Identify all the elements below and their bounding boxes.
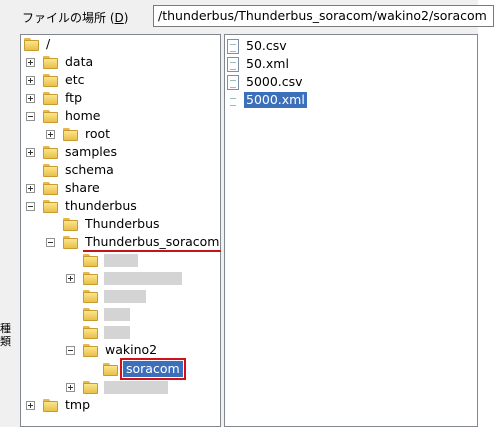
pane-splitter[interactable] [221, 34, 224, 427]
tree-label-selected: soracom [120, 358, 186, 380]
tree-node-soracom[interactable]: soracom [86, 358, 186, 380]
tree-label: Thunderbus_soracom [85, 234, 220, 249]
tree-node-thunderbus[interactable]: thunderbus [26, 197, 139, 215]
file-icon [227, 74, 239, 90]
folder-icon [83, 307, 99, 321]
collapse-minus-icon[interactable] [26, 201, 35, 211]
tree-label: root [85, 126, 111, 141]
file-icon [227, 92, 239, 108]
redacted-label [104, 289, 146, 303]
tree-node-blurred[interactable] [66, 269, 182, 287]
folder-icon [83, 271, 99, 285]
tree-node-ftp[interactable]: ftp [26, 89, 84, 107]
folder-icon [63, 127, 79, 141]
file-name: 5000.xml [244, 92, 307, 108]
folder-icon [43, 109, 59, 123]
tree-label: home [65, 108, 101, 123]
expand-plus-icon[interactable] [66, 382, 75, 392]
folder-icon [83, 325, 99, 339]
tree-label: tmp [65, 397, 91, 412]
expand-plus-icon[interactable] [26, 75, 35, 85]
expand-plus-icon[interactable] [46, 129, 55, 139]
location-mnemonic: D [114, 11, 124, 25]
folder-icon [43, 91, 59, 105]
tree-label: schema [65, 162, 114, 177]
tree-node-blurred[interactable] [66, 287, 146, 305]
tree-node-share[interactable]: share [26, 179, 102, 197]
tree-label: data [65, 54, 94, 69]
tree-label: samples [65, 144, 117, 159]
file-icon [227, 56, 239, 72]
tree-label: share [65, 180, 100, 195]
expand-plus-icon[interactable] [66, 273, 75, 283]
collapse-minus-icon[interactable] [46, 237, 55, 247]
folder-icon [83, 253, 99, 267]
tree-node-tmp[interactable]: tmp [26, 396, 92, 414]
folder-icon [43, 398, 59, 412]
tree-label: Thunderbus [85, 216, 160, 231]
file-item[interactable]: 50.xml [227, 55, 291, 73]
folder-icon [24, 37, 40, 51]
tree-label: / [46, 36, 51, 51]
folder-icon [43, 145, 59, 159]
folder-icon [63, 217, 79, 231]
location-input[interactable]: /thunderbus/Thunderbus_soracom/wakino2/s… [153, 5, 494, 27]
tree-node-data[interactable]: data [26, 53, 95, 71]
folder-icon [83, 289, 99, 303]
tree-label: thunderbus [65, 198, 137, 213]
folder-icon [43, 55, 59, 69]
tree-node-root[interactable]: root [46, 125, 112, 143]
folder-icon [43, 163, 59, 177]
folder-icon [43, 181, 59, 195]
location-bar: ファイルの場所 (D) /thunderbus/Thunderbus_sorac… [20, 0, 494, 34]
collapse-minus-icon[interactable] [26, 111, 35, 121]
tree-label: etc [65, 72, 85, 87]
folder-icon [63, 235, 79, 249]
folder-icon [83, 343, 99, 357]
red-underline-annotation [83, 250, 232, 252]
collapse-minus-icon[interactable] [66, 345, 75, 355]
tree-node-root-slash[interactable]: / [24, 35, 52, 53]
folder-icon [103, 362, 119, 376]
tree-node-samples[interactable]: samples [26, 143, 119, 161]
expand-plus-icon[interactable] [26, 147, 35, 157]
file-list[interactable]: 50.csv 50.xml 5000.csv 5000.xml [224, 34, 478, 427]
folder-tree[interactable]: / data etc ftp home root samples schema [20, 34, 232, 427]
tree-node-schema[interactable]: schema [26, 161, 116, 179]
tree-node-blurred[interactable] [66, 378, 168, 396]
tree-node-blurred[interactable] [66, 305, 130, 323]
folder-icon [43, 73, 59, 87]
location-label: ファイルの場所 (D) [22, 11, 129, 25]
tree-node-blurred[interactable] [66, 251, 138, 269]
file-item-selected[interactable]: 5000.xml [227, 91, 307, 109]
folder-icon [83, 380, 99, 394]
tree-node-thunderbus-soracom[interactable]: Thunderbus_soracom [46, 233, 221, 251]
expand-plus-icon[interactable] [26, 93, 35, 103]
file-name: 50.csv [246, 38, 287, 53]
tree-node-blurred[interactable] [66, 323, 130, 341]
background-window-strip: 種類 [0, 0, 21, 427]
tree-node-thunderbus-child[interactable]: Thunderbus [46, 215, 162, 233]
redacted-label [104, 380, 168, 394]
redacted-label [104, 271, 182, 285]
file-name: 5000.csv [246, 74, 303, 89]
file-icon [227, 38, 239, 54]
expand-plus-icon[interactable] [26, 57, 35, 67]
expand-plus-icon[interactable] [26, 183, 35, 193]
folder-icon [43, 199, 59, 213]
tree-label: ftp [65, 90, 83, 105]
tree-node-etc[interactable]: etc [26, 71, 86, 89]
redacted-label [104, 325, 130, 339]
tree-node-home[interactable]: home [26, 107, 102, 125]
redacted-label [104, 253, 138, 267]
file-name: 50.xml [246, 56, 289, 71]
file-item[interactable]: 5000.csv [227, 73, 305, 91]
redacted-label [104, 307, 130, 321]
kind-label: 種類 [0, 322, 11, 348]
tree-label: wakino2 [105, 342, 158, 357]
expand-plus-icon[interactable] [26, 400, 35, 410]
file-item[interactable]: 50.csv [227, 37, 289, 55]
tree-node-wakino2[interactable]: wakino2 [66, 341, 159, 359]
